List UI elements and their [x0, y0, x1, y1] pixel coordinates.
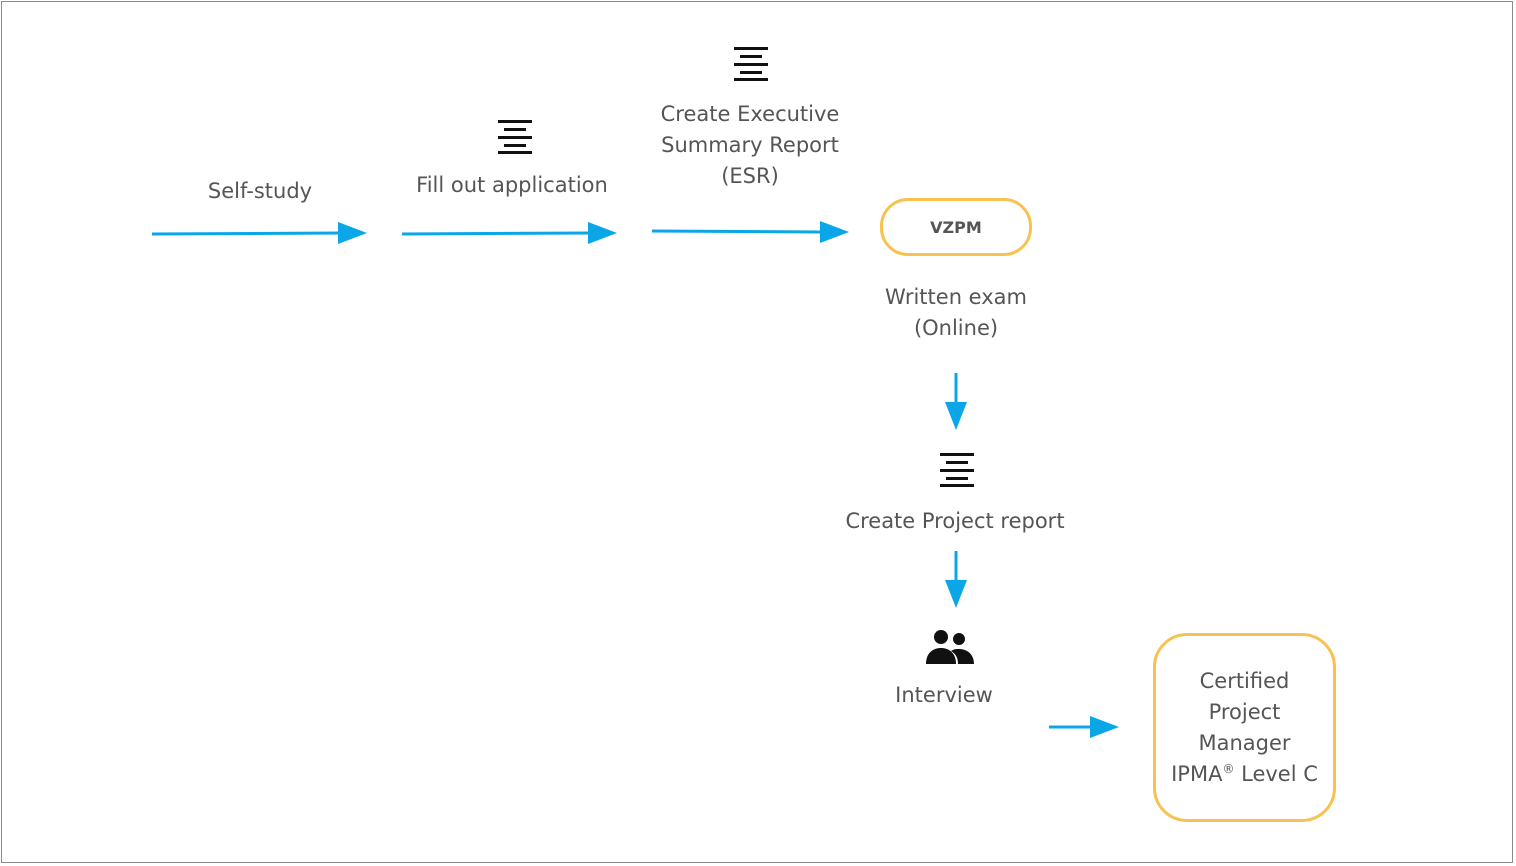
arrow-interview	[1049, 716, 1119, 738]
step-project-report-label: Create Project report	[845, 509, 1065, 533]
result-line4-suffix: Level C	[1234, 761, 1318, 786]
step-esr-label: Create Executive Summary Report (ESR)	[620, 99, 880, 192]
document-lines-icon	[940, 453, 974, 487]
step-esr-line3: (ESR)	[721, 164, 779, 188]
registered-mark: ®	[1222, 761, 1235, 776]
step-written-exam-line1: Written exam	[885, 285, 1027, 309]
step-self-study-label: Self-study	[207, 179, 313, 203]
step-interview-label: Interview	[895, 683, 993, 707]
result-line2: Project	[1208, 699, 1281, 724]
certified-result-node: Certified Project Manager IPMA® Level C	[1153, 633, 1336, 822]
result-line4: IPMA® Level C	[1171, 759, 1318, 790]
people-icon	[926, 630, 974, 664]
result-line4-prefix: IPMA	[1171, 761, 1223, 786]
arrow-fill-application	[401, 222, 617, 244]
step-written-exam-line2: (Online)	[913, 316, 999, 340]
arrow-esr	[651, 221, 849, 243]
vzpm-label: VZPM	[930, 217, 982, 237]
arrow-written-exam-down	[945, 373, 967, 430]
document-lines-icon	[498, 120, 532, 154]
vzpm-node: VZPM	[880, 198, 1032, 256]
result-line1: Certified	[1199, 668, 1290, 693]
document-lines-icon	[734, 47, 768, 81]
step-fill-application-label: Fill out application	[416, 173, 608, 197]
step-esr-line1: Create Executive	[660, 102, 840, 126]
arrow-self-study	[151, 222, 367, 244]
result-line3: Manager	[1198, 730, 1291, 755]
step-written-exam-label: Written exam (Online)	[836, 282, 1076, 344]
arrow-project-report-down	[945, 551, 967, 608]
step-esr-line2: Summary Report	[661, 133, 839, 157]
